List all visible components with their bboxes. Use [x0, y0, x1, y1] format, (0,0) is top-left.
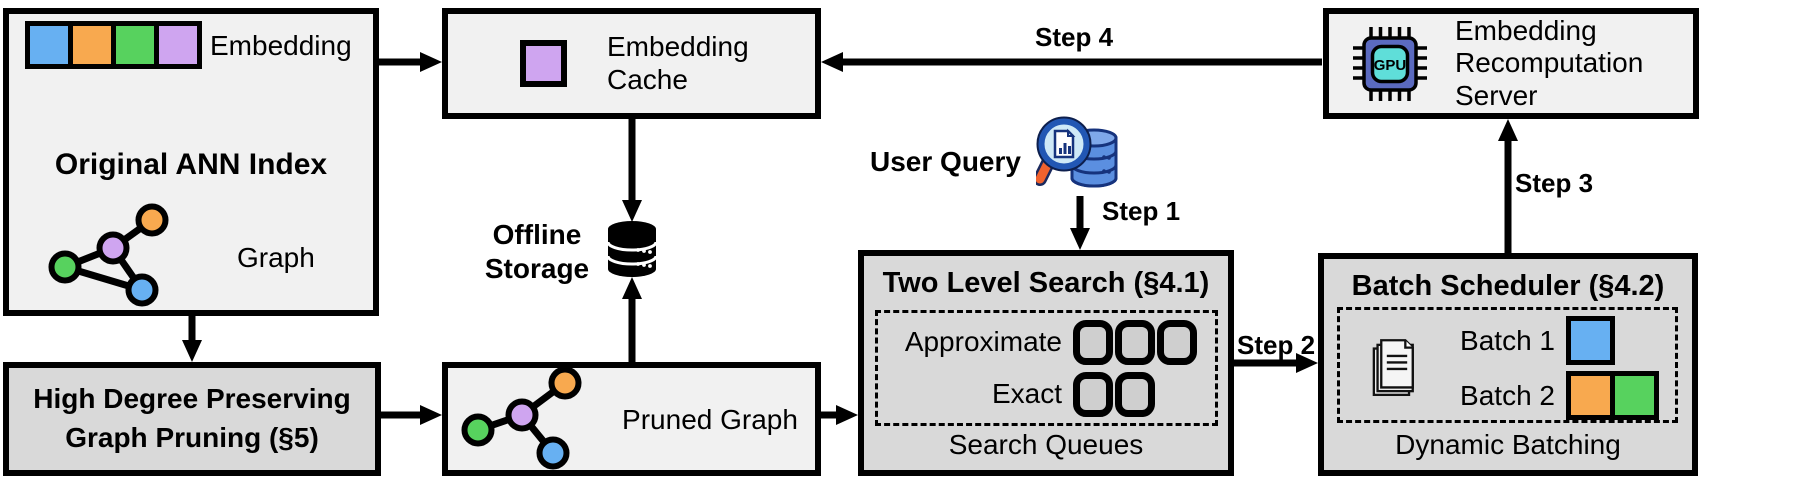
two-level-search-title: Two Level Search (§4.1)	[882, 267, 1210, 299]
database-icon	[606, 221, 658, 277]
pruned-graph-box: Pruned Graph	[442, 362, 821, 476]
batch-scheduler-title: Batch Scheduler (§4.2)	[1351, 270, 1665, 302]
orange-square	[1571, 376, 1610, 415]
two-level-search-box: Two Level Search (§4.1) Approximate Exac…	[858, 250, 1234, 476]
dynamic-batching-label: Dynamic Batching	[1395, 429, 1621, 460]
embedding-vector-icon	[25, 21, 202, 69]
purple-square	[159, 26, 197, 64]
batch-scheduler-box: Batch Scheduler (§4.2) Batch 1	[1318, 253, 1698, 476]
queue-slot	[1115, 319, 1155, 365]
blue-square	[1571, 321, 1610, 360]
gpu-chip-icon: GPU	[1353, 26, 1427, 101]
dynamic-batching-panel: Batch 1 Batch 2	[1337, 307, 1678, 423]
offline-storage-label: Offline Storage	[484, 219, 590, 284]
approximate-queue-slots	[1073, 319, 1207, 365]
exact-queue-slots	[1073, 371, 1207, 417]
step2-label: Step 2	[1237, 330, 1316, 360]
batch1-squares	[1566, 316, 1615, 365]
recomputation-server-box: GPU Embedding Recomputation Server	[1323, 8, 1699, 119]
batch2-squares	[1566, 371, 1659, 420]
pruned-graph-icon	[461, 368, 582, 470]
queue-slot	[1157, 319, 1197, 365]
approximate-label: Approximate	[904, 326, 1062, 357]
approximate-queue-row: Approximate	[886, 319, 1207, 365]
user-query-label: User Query	[870, 146, 1021, 177]
query-magnifier-database-icon	[1036, 116, 1118, 188]
recomputation-server-label: Embedding Recomputation Server	[1455, 14, 1644, 111]
embedding-cache-label: Embedding Cache	[607, 31, 749, 95]
graph-icon	[48, 203, 169, 307]
graph-pruning-box: High Degree Preserving Graph Pruning (§5…	[3, 362, 381, 476]
batch-rows: Batch 1 Batch 2	[1386, 315, 1659, 425]
embedding-label: Embedding	[210, 30, 352, 61]
search-queues-panel: Approximate Exact	[875, 310, 1218, 426]
batch2-label: Batch 2	[1460, 379, 1555, 411]
search-queues-label: Search Queues	[948, 429, 1144, 460]
step4-label: Step 4	[1035, 22, 1114, 52]
blue-square	[30, 26, 68, 64]
queue-slot	[1073, 319, 1113, 365]
orange-square	[73, 26, 111, 64]
graph-label: Graph	[237, 242, 315, 273]
batch1-label: Batch 1	[1460, 324, 1555, 356]
step3-label: Step 3	[1515, 168, 1594, 198]
queue-slot	[1073, 371, 1113, 417]
batch2-row: Batch 2	[1386, 370, 1659, 421]
green-square	[1615, 376, 1654, 415]
step1-label: Step 1	[1102, 196, 1181, 226]
exact-queue-row: Exact	[886, 371, 1207, 417]
graph-pruning-label: High Degree Preserving Graph Pruning (§5…	[33, 383, 351, 453]
cached-embedding-icon	[520, 40, 567, 87]
green-square	[116, 26, 154, 64]
gpu-text: GPU	[1374, 57, 1407, 74]
documents-icon	[1372, 339, 1414, 397]
pruned-graph-label: Pruned Graph	[622, 404, 798, 435]
original-ann-index-box: Embedding Original ANN Index Graph	[3, 8, 379, 316]
exact-label: Exact	[991, 378, 1062, 409]
original-ann-index-title: Original ANN Index	[54, 148, 328, 181]
queue-slot	[1115, 371, 1155, 417]
batch1-row: Batch 1	[1386, 315, 1659, 366]
embedding-cache-box: Embedding Cache	[442, 8, 821, 119]
